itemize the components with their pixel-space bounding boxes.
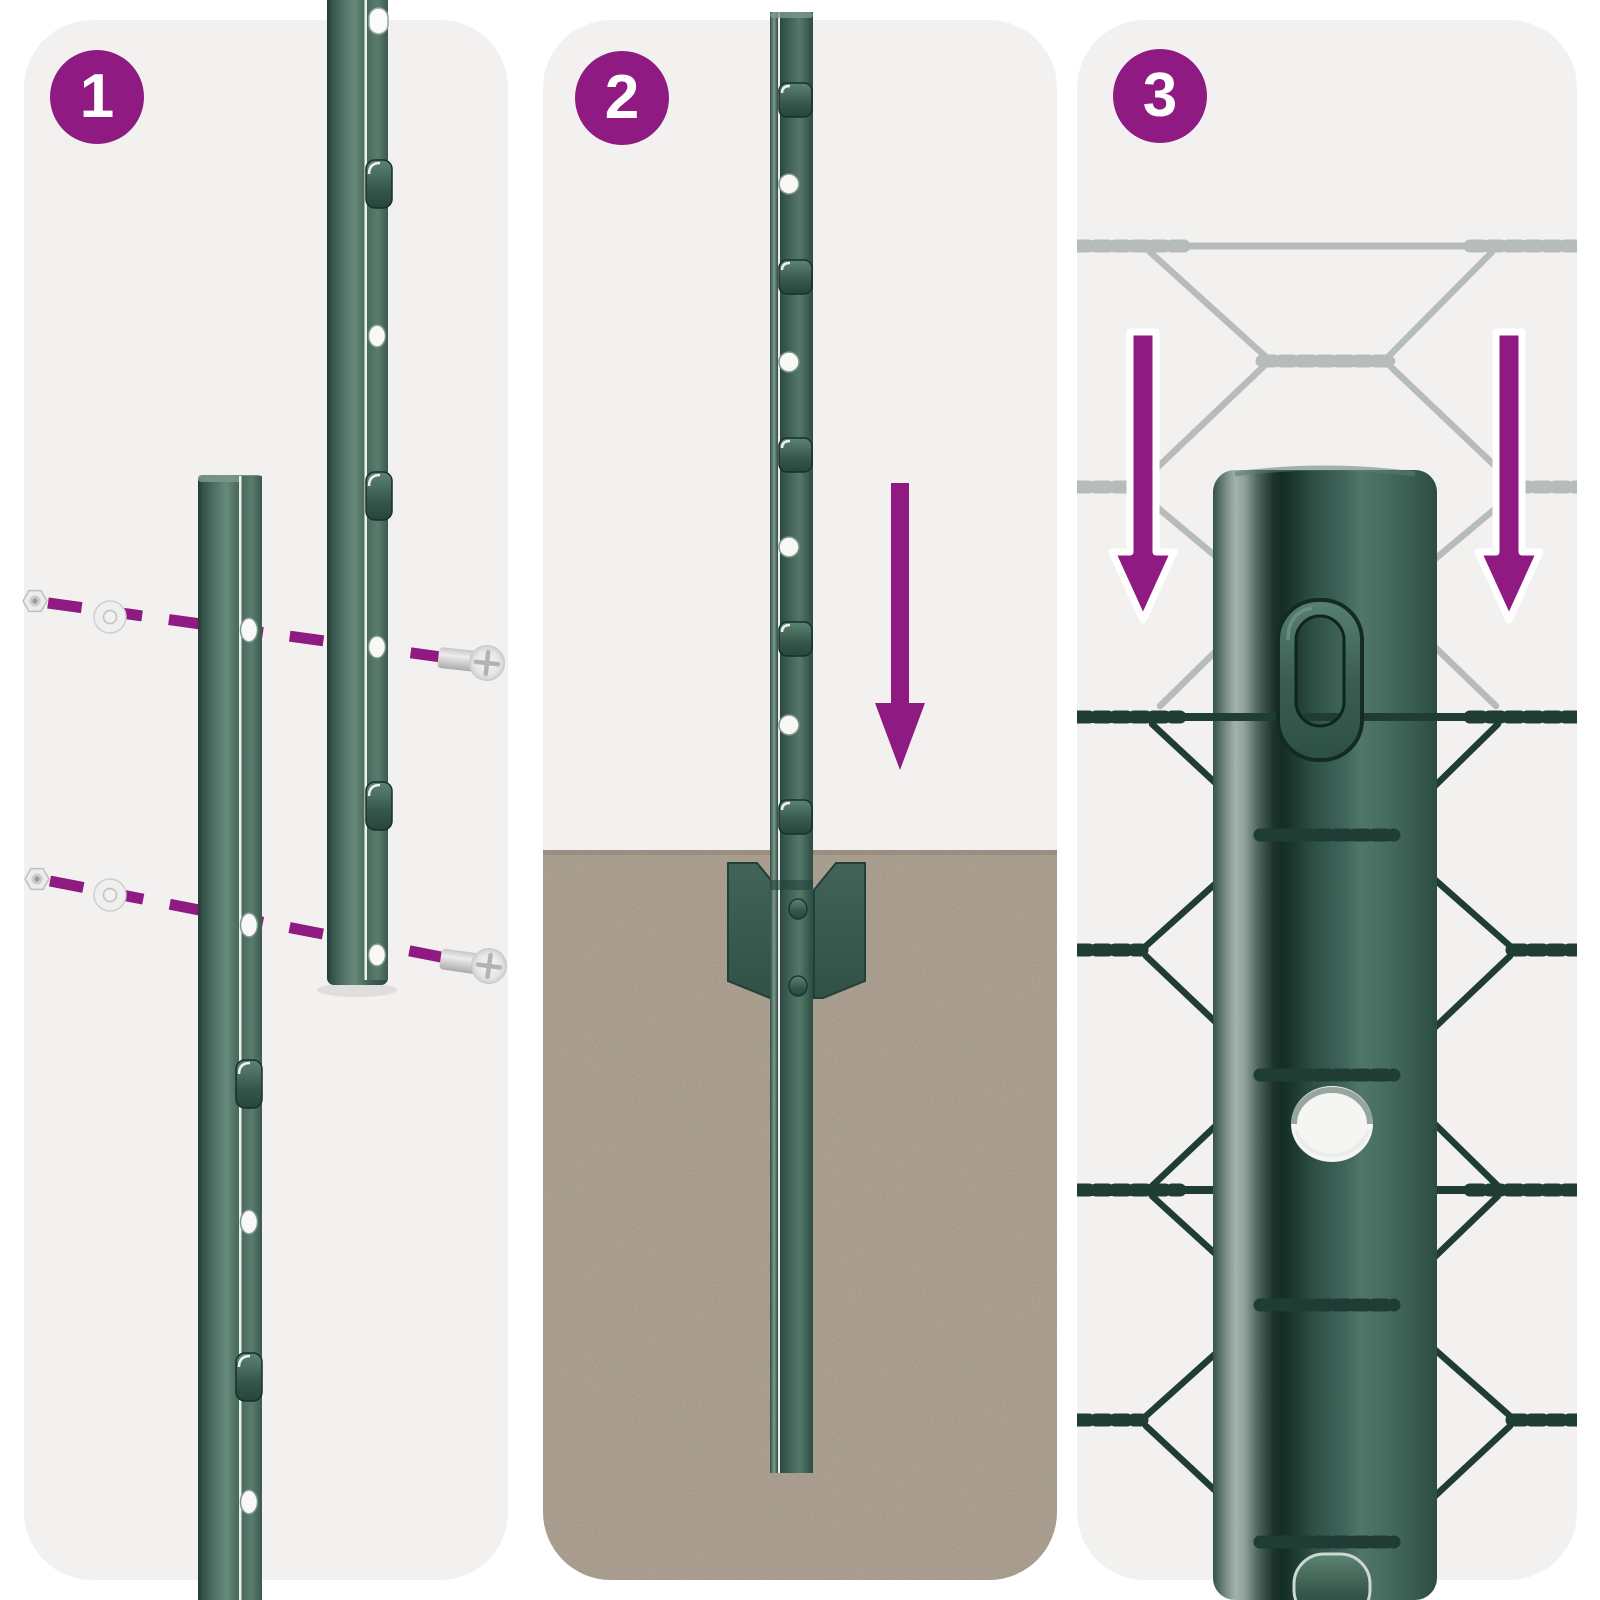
step-1-badge: 1 — [50, 50, 144, 144]
post-hole — [778, 714, 800, 736]
post-tab — [778, 82, 813, 118]
u-post-tall — [317, 0, 397, 997]
u-post-driven — [770, 12, 813, 1473]
post-tab — [365, 471, 393, 521]
post-tab — [778, 437, 813, 473]
hex-nut-icon — [22, 589, 48, 613]
post-tab — [235, 1059, 263, 1109]
down-arrow-icon — [875, 483, 925, 770]
wire-mesh-attached-front-twists — [1253, 828, 1401, 1549]
post-hole — [367, 635, 387, 659]
post-lug — [1276, 598, 1364, 762]
u-post-short — [198, 475, 263, 1600]
down-arrow-icon — [1108, 328, 1178, 624]
step-2-badge: 2 — [575, 51, 669, 145]
post-hole — [239, 1209, 259, 1235]
post-hole — [1291, 1086, 1373, 1162]
washer-icon — [93, 600, 127, 634]
down-arrow-icon — [1474, 328, 1544, 624]
post-hole — [368, 7, 389, 35]
post-hole — [367, 324, 387, 348]
fastener-hardware — [22, 589, 507, 984]
hex-nut-icon — [24, 867, 50, 891]
screw-icon — [439, 948, 507, 984]
post-hole — [239, 1489, 259, 1515]
post-hole — [239, 912, 259, 938]
post-tab — [778, 621, 813, 657]
post-tab — [365, 781, 393, 831]
post-hole — [367, 943, 387, 967]
rivet — [788, 975, 808, 997]
post-tab — [235, 1352, 263, 1402]
washer-icon — [93, 878, 127, 912]
post-hole — [239, 617, 259, 643]
screw-icon — [437, 645, 505, 681]
post-hole — [778, 351, 800, 373]
post-tab — [778, 799, 813, 835]
post-tab — [1292, 1552, 1372, 1600]
post-tab — [778, 259, 813, 295]
rivet — [788, 898, 808, 920]
panel-step-1 — [24, 20, 508, 1580]
step-3-badge: 3 — [1113, 49, 1207, 143]
post-hole — [778, 173, 800, 195]
u-post-closeup — [1213, 465, 1437, 1600]
post-tab — [365, 159, 393, 209]
post-hole — [778, 536, 800, 558]
